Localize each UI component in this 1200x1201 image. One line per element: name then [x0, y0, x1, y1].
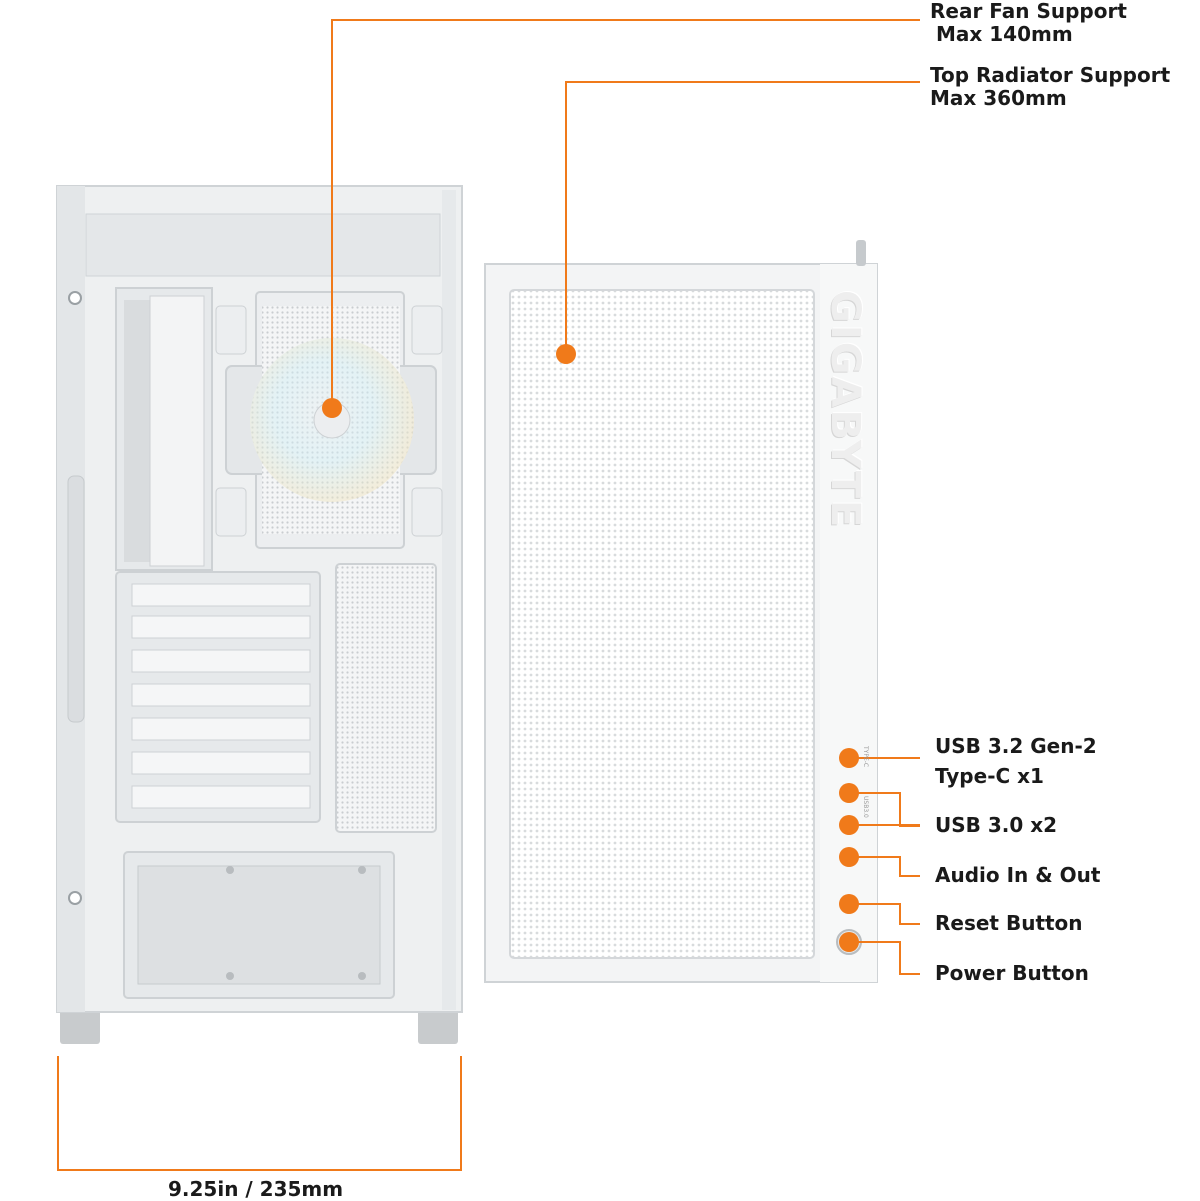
callout-dot-audio — [839, 847, 859, 867]
callout-line-rear-fan — [331, 19, 920, 408]
callout-dot-usb-c — [839, 748, 859, 768]
callout-line-reset — [849, 903, 920, 925]
top-cover-strip — [85, 213, 441, 277]
callout-top-radiator: Top Radiator Support Max 360mm — [930, 64, 1170, 110]
callout-dot-rear-fan — [322, 398, 342, 418]
fan-mount-tab — [411, 305, 443, 355]
callout-rear-fan-line1: Rear Fan Support — [930, 0, 1127, 23]
callout-power: Power Button — [935, 961, 1089, 985]
callout-dots — [322, 344, 859, 952]
gigabyte-logo: GIGABYTE — [822, 290, 868, 530]
fan-mount-tab — [215, 487, 247, 537]
callout-dot-reset — [839, 894, 859, 914]
psu-opening — [137, 865, 381, 985]
top-panel — [484, 240, 878, 983]
callout-line-top-radiator — [565, 81, 920, 354]
port-label-usb: USB3.0 — [862, 796, 869, 818]
callout-usb-c-line1: USB 3.2 Gen-2 — [935, 734, 1097, 758]
side-panel-handle — [67, 475, 85, 723]
io-shield-cutout — [124, 300, 154, 562]
case-foot-right — [418, 1010, 458, 1044]
width-dimension-label: 9.25in / 235mm — [168, 1177, 344, 1201]
port-label-type-c: TYPE-C — [862, 746, 869, 768]
callout-reset: Reset Button — [935, 911, 1083, 935]
thumb-screw-top — [68, 291, 82, 305]
callout-rear-fan-line2: Max 140mm — [936, 22, 1073, 46]
callout-usb-c-line2: Type-C x1 — [935, 764, 1044, 788]
width-dimension-bracket — [57, 1056, 462, 1171]
fan-mount-tab — [411, 487, 443, 537]
callout-usb-c: USB 3.2 Gen-2 Type-C x1 — [935, 731, 1097, 791]
thumb-screw-bottom — [68, 891, 82, 905]
callout-top-radiator-line2: Max 360mm — [930, 86, 1067, 110]
top-connector — [856, 240, 866, 266]
rear-vent-panel — [335, 563, 437, 833]
fan-mount-tab — [215, 305, 247, 355]
callout-dot-usb-30-a — [839, 783, 859, 803]
rear-case — [56, 185, 463, 1044]
io-shield-plate — [149, 295, 205, 567]
callout-rear-fan: Rear Fan Support Max 140mm — [930, 0, 1127, 46]
callout-line-power — [849, 941, 920, 975]
callout-dot-usb-30-b — [839, 815, 859, 835]
callout-dot-top-radiator — [556, 344, 576, 364]
callout-audio: Audio In & Out — [935, 863, 1101, 887]
case-foot-left — [60, 1010, 100, 1044]
callout-dot-power — [839, 932, 859, 952]
callout-usb-30: USB 3.0 x2 — [935, 813, 1058, 837]
pcie-slot-brackets — [131, 583, 311, 809]
callout-top-radiator-line1: Top Radiator Support — [930, 63, 1171, 87]
callout-line-audio — [849, 856, 920, 877]
case-side-rail — [442, 190, 456, 1010]
callout-lines — [331, 19, 920, 975]
top-mesh-grille — [509, 289, 815, 959]
